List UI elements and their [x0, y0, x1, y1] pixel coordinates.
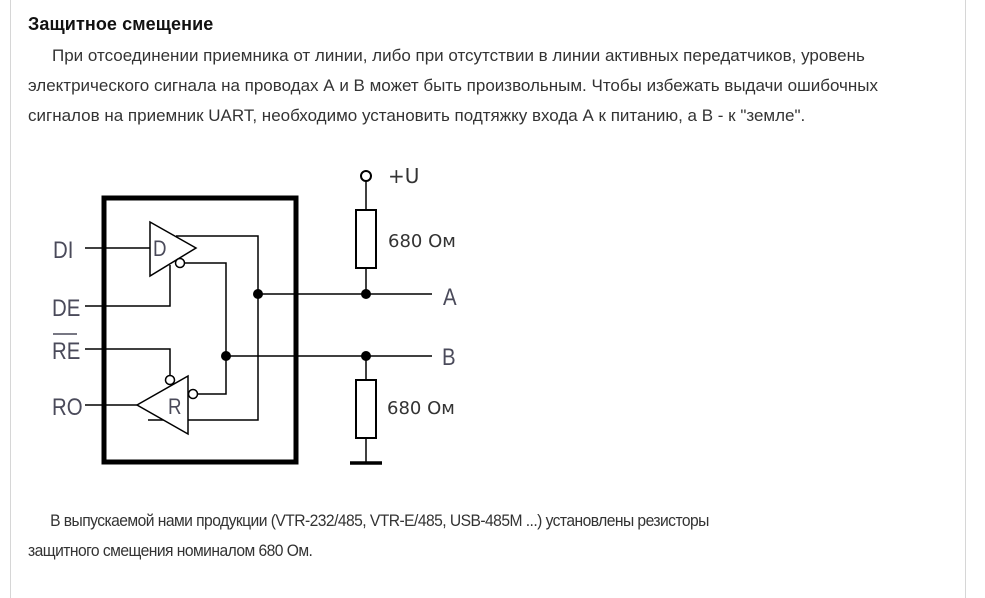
product-paragraph: В выпускаемой нами продукции (VTR-232/48… — [28, 506, 948, 566]
receiver-triangle — [135, 374, 189, 436]
receiver-label: R — [168, 396, 182, 420]
paragraph-line: защитного смещения номиналом 680 Ом. — [28, 541, 313, 560]
paragraph-line: При отсоединении приемника от линии, либ… — [28, 41, 948, 71]
pullup-resistor-label: 680 Ом — [388, 231, 456, 252]
pulldown-resistor-label: 680 Ом — [387, 398, 455, 419]
driver-inversion-bubble — [174, 257, 186, 269]
line-a-label: A — [443, 283, 457, 310]
re-wire — [85, 348, 171, 376]
rs485-bias-schematic: DI DE RE RO D R +U 680 Ом 680 Ом A B — [52, 164, 457, 465]
paragraph-text: При отсоединении приемника от линии, либ… — [52, 46, 865, 65]
section-heading: Защитное смещение — [28, 14, 214, 34]
transceiver-chip-box — [101, 195, 299, 465]
driver-out-a-wire — [148, 235, 259, 421]
pin-label-di: DI — [53, 236, 73, 263]
pin-label-re: RE — [52, 337, 80, 364]
driver-label: D — [153, 238, 167, 262]
junction-dot — [361, 289, 371, 299]
paragraph-line: сигналов на приемник UART, необходимо ус… — [28, 106, 806, 125]
pin-label-de: DE — [52, 294, 80, 321]
paragraph-text: В выпускаемой нами продукции (VTR-232/48… — [50, 511, 709, 530]
supply-label: +U — [388, 164, 419, 188]
intro-paragraph: При отсоединении приемника от линии, либ… — [28, 41, 948, 131]
receiver-inversion-bubble — [187, 388, 199, 400]
supply-terminal-icon — [360, 170, 372, 182]
paragraph-line: электрического сигнала на проводах А и В… — [28, 76, 878, 95]
de-wire — [85, 265, 171, 307]
driver-triangle — [149, 220, 198, 278]
pulldown-resistor — [355, 379, 377, 439]
content-panel — [10, 0, 966, 598]
re-inversion-bubble — [164, 374, 176, 386]
driver-out-b-wire — [185, 262, 227, 356]
pullup-resistor — [355, 209, 377, 269]
receiver-in-b-wire — [193, 356, 227, 395]
line-b-label: B — [442, 343, 456, 370]
pin-label-ro: RO — [52, 393, 83, 420]
paragraph-line: В выпускаемой нами продукции (VTR-232/48… — [28, 506, 948, 536]
